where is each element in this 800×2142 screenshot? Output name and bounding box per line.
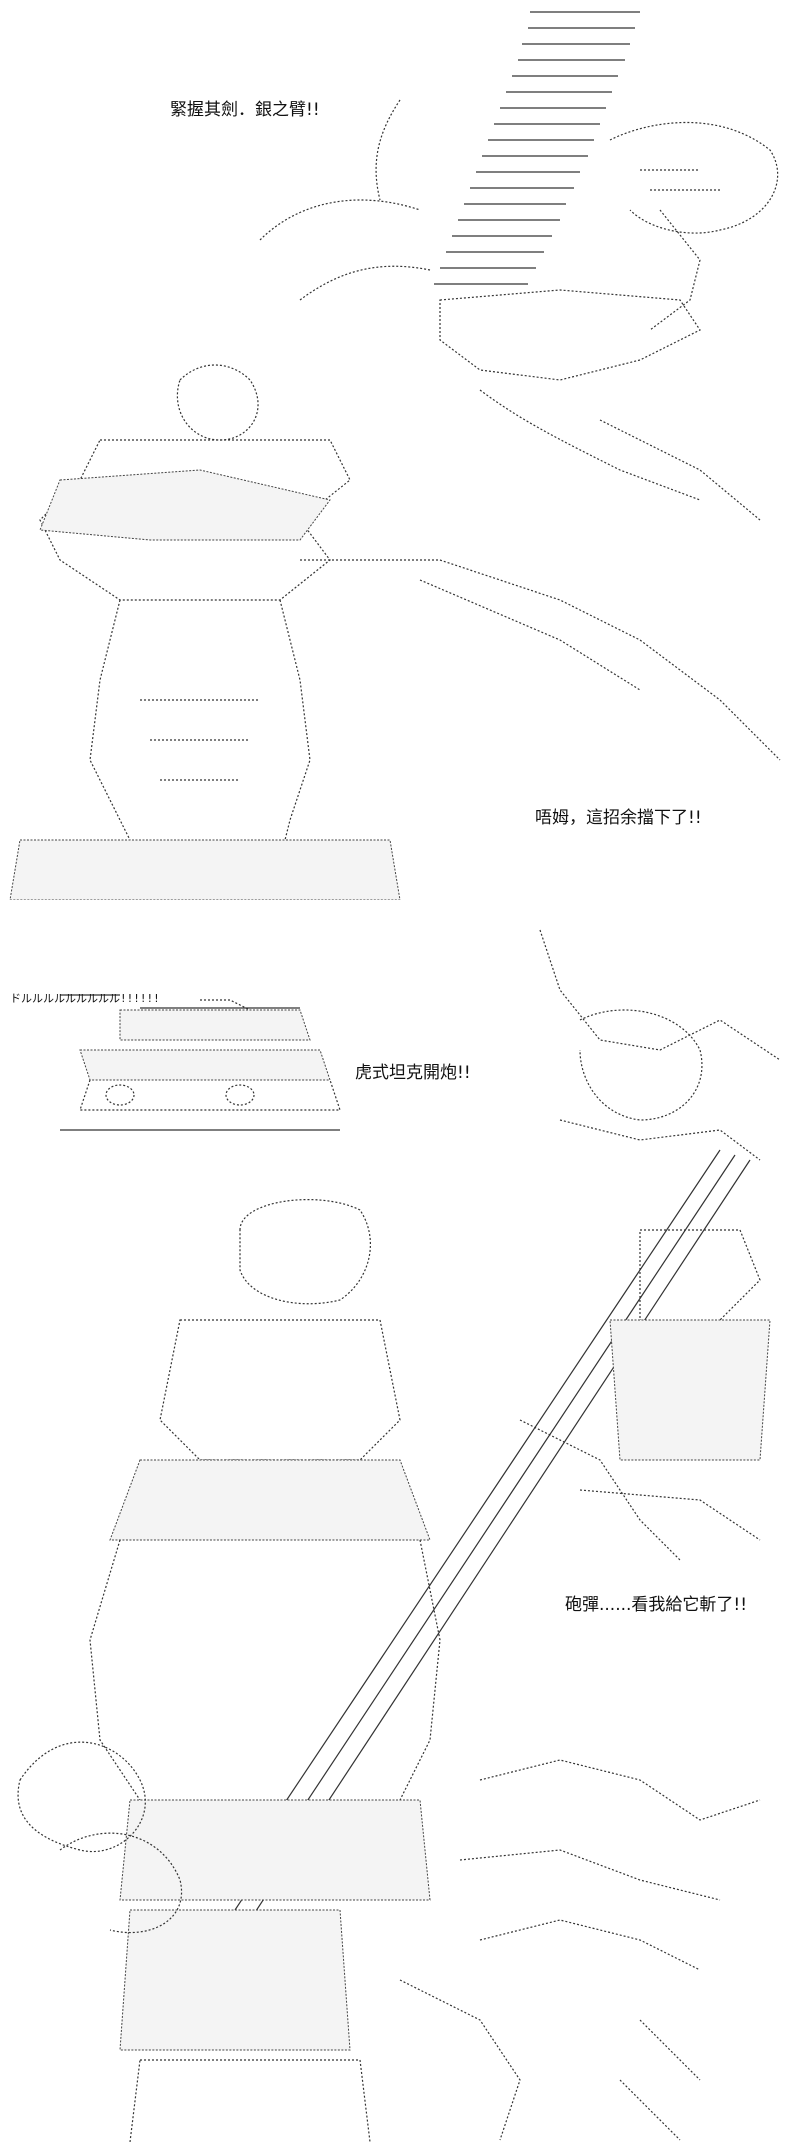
tiger-tank [60, 994, 341, 1131]
panel-2-ascii-art [17, 929, 781, 2142]
panel-1: 緊握其劍．銀之臂!! 唔姆，這招余擋下了!! [0, 0, 800, 900]
caption-tank-fire: 虎式坦克開炮!! [355, 1063, 471, 1083]
explosion-debris [17, 1741, 761, 2141]
right-side-figure [519, 1229, 771, 1561]
silver-arm-blade [434, 11, 640, 285]
panel-1-ascii-art [9, 11, 781, 900]
sword-wielder-figure [439, 121, 779, 521]
rider-figure [539, 929, 781, 1161]
sfx-engine: ドルルルルルルルルル!!!!!! [10, 992, 160, 1005]
blocking-warrior-figure [9, 364, 781, 900]
slash-lines [219, 1149, 751, 1921]
central-knight-figure [89, 1199, 441, 2142]
caption-block: 唔姆，這招余擋下了!! [535, 808, 702, 828]
caption-slash-shell: 砲彈......看我給它斬了!! [565, 1595, 748, 1615]
wind-swirl [259, 99, 431, 301]
caption-sword-grip: 緊握其劍．銀之臂!! [170, 100, 320, 120]
panel-2: ドルルルルルルルルル!!!!!! 虎式坦克開炮!! 砲彈......看我給它斬了… [0, 900, 800, 2142]
